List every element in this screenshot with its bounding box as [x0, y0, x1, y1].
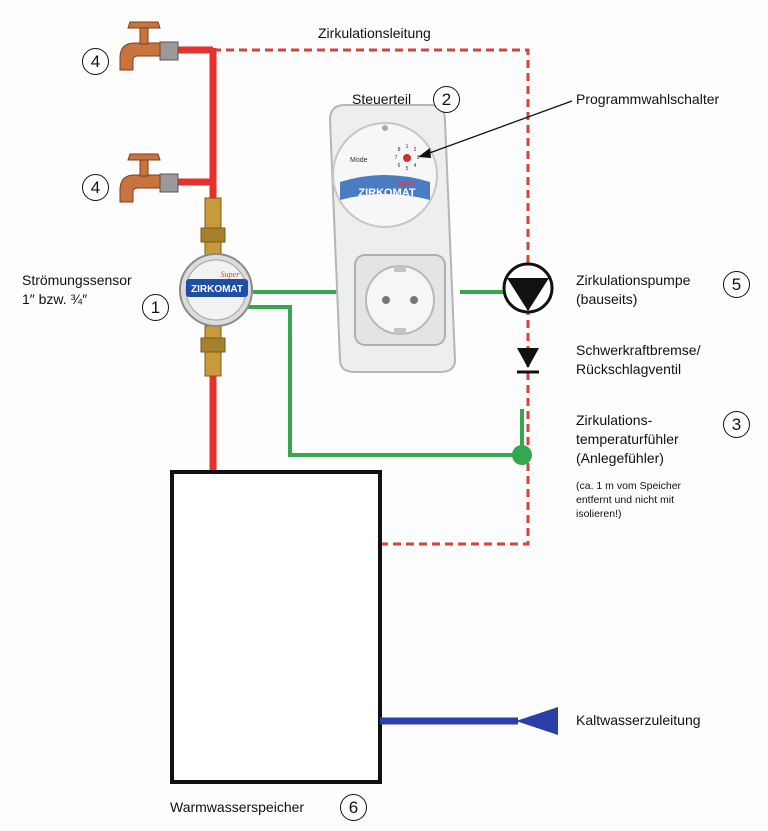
number-badge-fuehler: 3	[723, 411, 750, 438]
water-tap-bottom	[119, 153, 179, 203]
svg-text:5: 5	[406, 166, 409, 172]
program-selector-knob	[403, 154, 411, 162]
sensor-brand-script: Super	[221, 270, 241, 279]
mode-label: Mode	[350, 157, 368, 164]
label-steuerteil: Steuerteil	[352, 91, 412, 107]
label-zirkulationsleitung: Zirkulationsleitung	[318, 25, 431, 41]
number-badge-tap-top: 4	[82, 48, 109, 75]
label-warmwasserspeicher: Warmwasserspeicher	[170, 799, 305, 815]
program-dial-digits: 1 2 3 4 5 6 7 8	[395, 144, 420, 172]
circulation-pump	[502, 262, 554, 314]
label-kaltwasserzuleitung: Kaltwasserzuleitung	[576, 712, 701, 728]
check-valve	[517, 348, 539, 374]
svg-text:3: 3	[417, 155, 420, 161]
svg-text:2: 2	[414, 147, 417, 153]
cold-water-inlet	[380, 707, 558, 735]
number-badge-pumpe: 5	[723, 271, 750, 298]
number-badge-speicher: 6	[340, 794, 367, 821]
label-stroemungssensor: Strömungssensor 1″ bzw. ¾″	[22, 272, 132, 307]
signal-cables	[248, 290, 524, 457]
label-temperaturfuehler: Zirkulations- temperaturfühler (Anlegefü…	[576, 412, 679, 466]
number-badge-steuerteil: 2	[433, 86, 460, 113]
flow-sensor: ZIRKOMAT Super	[179, 253, 253, 327]
temperature-sensor-dot	[512, 445, 532, 465]
number-badge-tap-bottom: 4	[82, 174, 109, 201]
label-schwerkraftbremse: Schwerkraftbremse/ Rückschlagventil	[576, 342, 701, 377]
svg-text:1: 1	[406, 144, 409, 150]
label-mounting-note: (ca. 1 m vom Speicher entfernt und nicht…	[576, 480, 682, 520]
svg-text:6: 6	[398, 163, 401, 169]
control-unit-brand: ZIRKOMAT	[358, 187, 416, 199]
label-zirkulationspumpe: Zirkulationspumpe (bauseits)	[576, 272, 691, 307]
water-tap-top	[119, 21, 179, 71]
label-programmwahlschalter: Programmwahlschalter	[576, 91, 720, 107]
control-unit-brand-script: Super	[396, 179, 416, 188]
control-unit: Mode 1 2 3 4 5 6 7 8 ZIRKOMAT Super	[328, 104, 457, 373]
number-badge-sensor: 1	[142, 294, 169, 321]
svg-text:7: 7	[395, 155, 398, 161]
sensor-brand: ZIRKOMAT	[191, 284, 243, 295]
svg-text:8: 8	[398, 147, 401, 153]
program-selector-pointer	[418, 100, 573, 158]
hot-water-pipe	[175, 46, 217, 472]
svg-text:4: 4	[414, 163, 417, 169]
hot-water-tank	[170, 470, 382, 784]
